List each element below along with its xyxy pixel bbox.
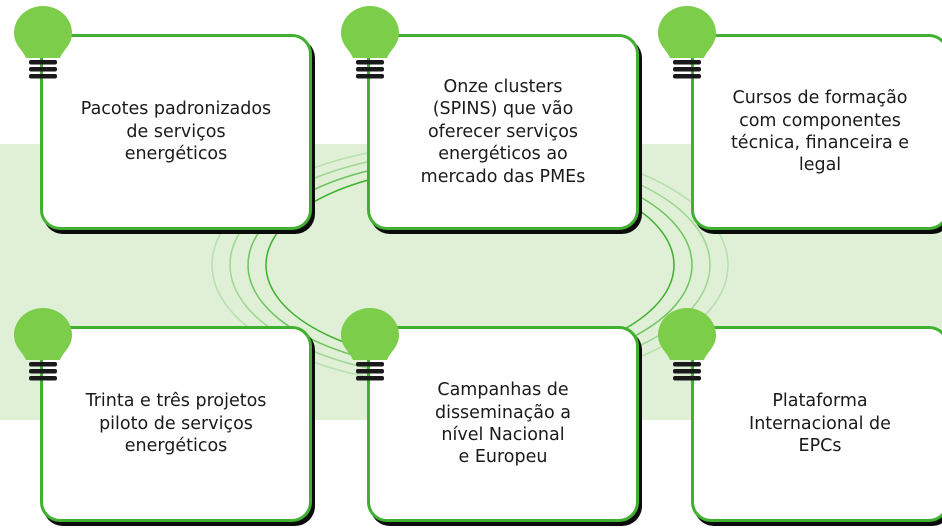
card-text: Pacotes padronizados de serviços energét… [80,99,272,165]
lightbulb-icon [14,308,72,381]
lightbulb-icon [658,6,716,79]
card-training-courses: Cursos de formação com componentes técni… [691,34,942,230]
card-epc-platform: Plataforma Internacional de EPCs [691,326,942,522]
lightbulb-icon [341,6,399,79]
card-text: Onze clusters (SPINS) que vão oferecer s… [420,77,586,187]
card-eleven-clusters: Onze clusters (SPINS) que vão oferecer s… [367,34,639,230]
card-text: Trinta e três projetos piloto de serviço… [85,391,267,457]
card-text: Campanhas de disseminação a nível Nacion… [434,380,572,468]
card-pilot-projects: Trinta e três projetos piloto de serviço… [40,326,312,522]
card-standardized-packages: Pacotes padronizados de serviços energét… [40,34,312,230]
card-text: Plataforma Internacional de EPCs [749,391,891,457]
card-dissemination-campaigns: Campanhas de disseminação a nível Nacion… [367,326,639,522]
card-text: Cursos de formação com componentes técni… [730,88,910,176]
lightbulb-icon [658,308,716,381]
lightbulb-icon [14,6,72,79]
lightbulb-icon [341,308,399,381]
